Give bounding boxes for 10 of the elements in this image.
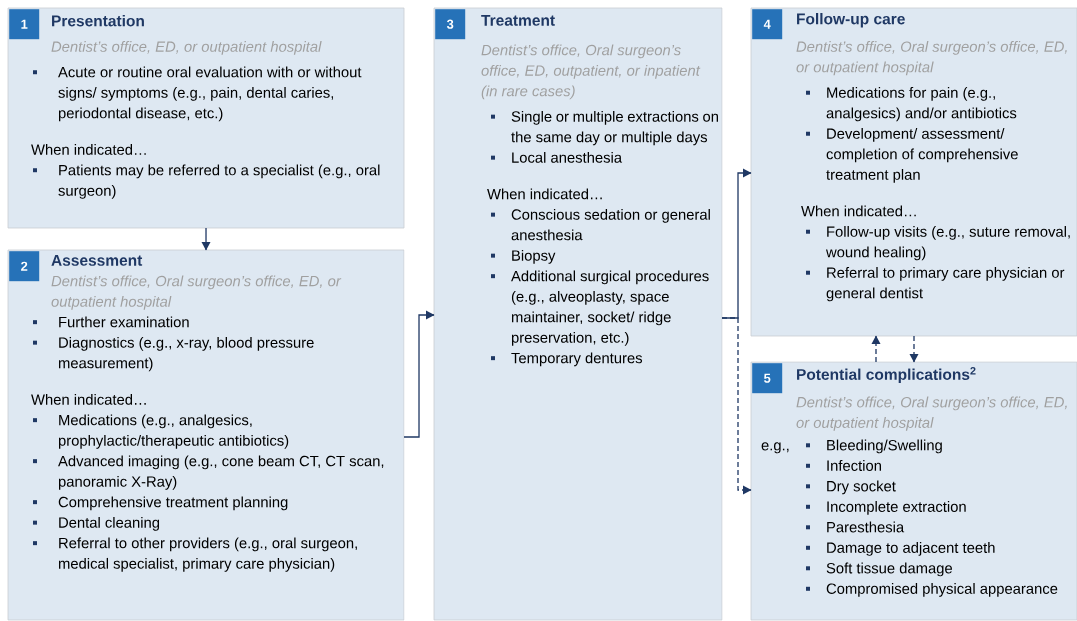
arrow <box>201 227 211 251</box>
step-number-badge: 4 <box>752 9 783 40</box>
step-number-badge: 1 <box>9 9 40 40</box>
step-number-badge: 3 <box>435 9 466 40</box>
arrow <box>909 335 919 363</box>
arrow <box>403 310 435 438</box>
step-number-badge: 2 <box>9 251 40 282</box>
arrow <box>721 317 752 495</box>
arrow <box>871 335 881 363</box>
step-number-badge: 5 <box>752 363 783 394</box>
